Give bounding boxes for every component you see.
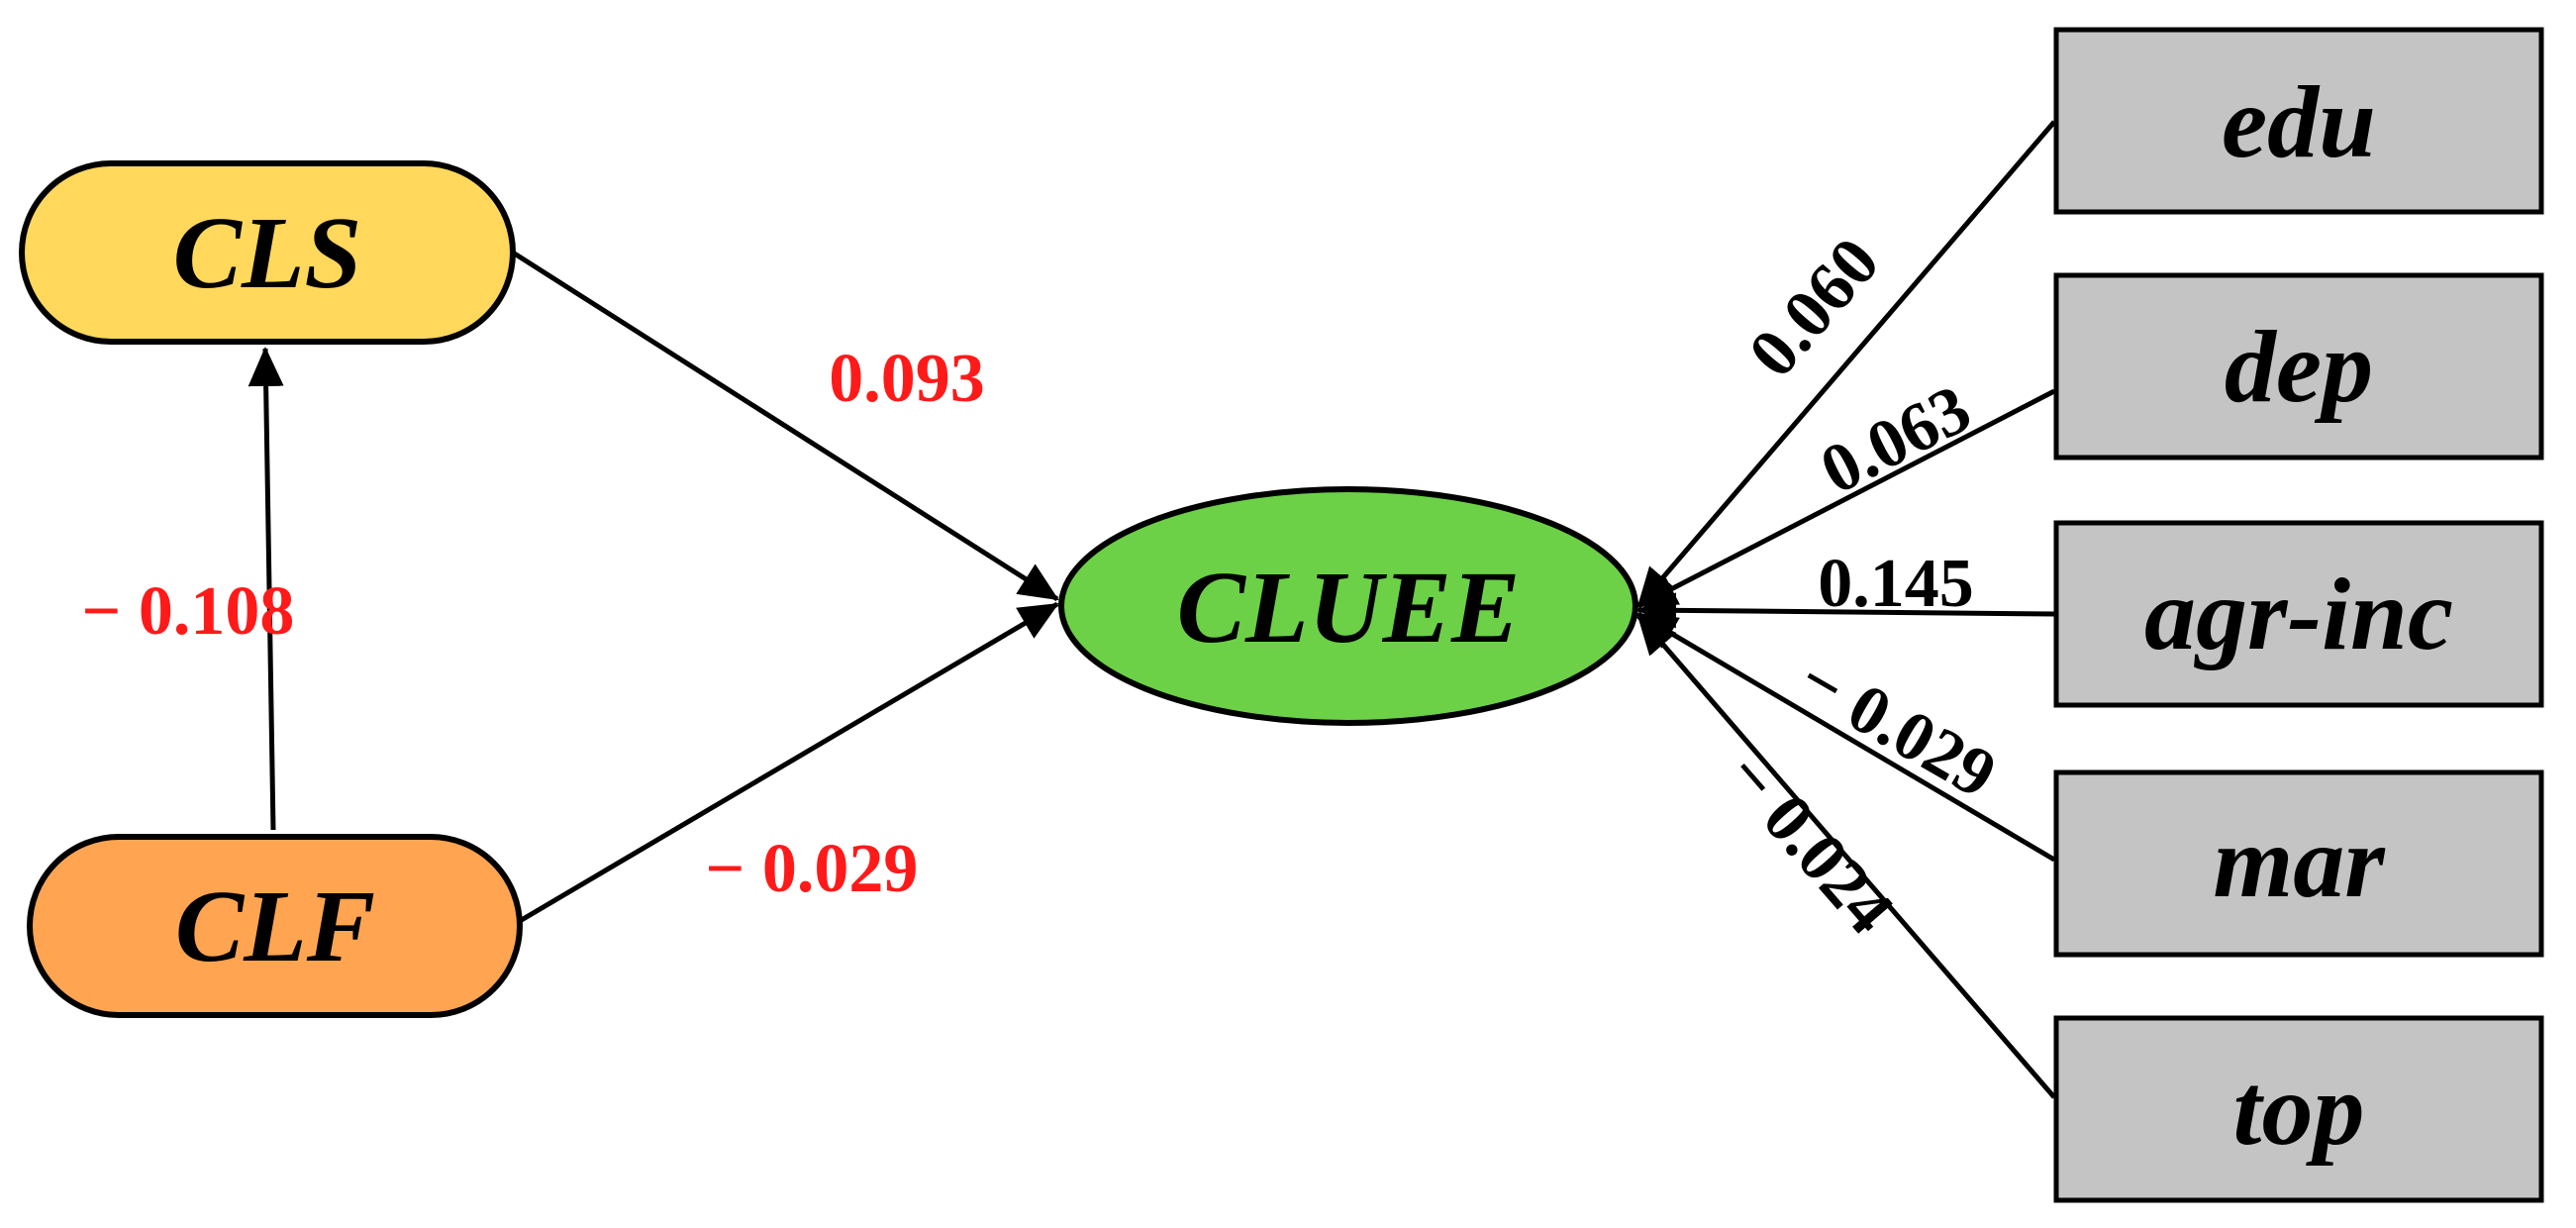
node-dep: dep <box>2053 272 2544 460</box>
node-top-label: top <box>2233 1053 2365 1167</box>
node-edu: edu <box>2053 27 2544 215</box>
edge-cls-to-cluee <box>511 250 1059 602</box>
node-edu-label: edu <box>2222 65 2376 179</box>
node-clf-label: CLF <box>175 870 375 983</box>
coef-mar-to-cluee: − 0.029 <box>1786 641 2009 813</box>
coef-cls-to-cluee: 0.093 <box>829 341 985 417</box>
edge-edu-to-cluee <box>1636 120 2056 608</box>
node-cluee-label: CLUEE <box>1177 551 1521 665</box>
node-agr-inc: agr-inc <box>2053 520 2544 708</box>
coef-clf-to-cls: − 0.108 <box>82 573 295 650</box>
edge-clf-to-cluee <box>518 601 1059 924</box>
edge-mar-to-cluee <box>1636 611 2056 863</box>
node-mar-label: mar <box>2213 805 2386 919</box>
node-agr-inc-label: agr-inc <box>2144 558 2453 671</box>
coef-edu-to-cluee: 0.060 <box>1734 224 1894 391</box>
node-clf: CLF <box>27 834 523 1018</box>
edge-top-to-cluee <box>1636 614 2056 1099</box>
edge-clf-to-cls <box>248 347 284 831</box>
coef-clf-to-cluee: − 0.029 <box>706 831 919 907</box>
edge-agr-inc-to-cluee <box>1636 592 2055 629</box>
node-cluee: CLUEE <box>1058 486 1638 726</box>
node-dep-label: dep <box>2225 310 2373 424</box>
coef-top-to-cluee: − 0.024 <box>1711 738 1908 949</box>
node-top: top <box>2053 1015 2544 1203</box>
node-mar: mar <box>2053 769 2544 958</box>
edge-dep-to-cluee <box>1636 388 2056 609</box>
node-cls: CLS <box>19 160 516 345</box>
node-cls-label: CLS <box>173 196 362 310</box>
coef-dep-to-cluee: 0.063 <box>1809 370 1982 509</box>
coef-agr-inc-to-cluee: 0.145 <box>1818 546 1974 622</box>
